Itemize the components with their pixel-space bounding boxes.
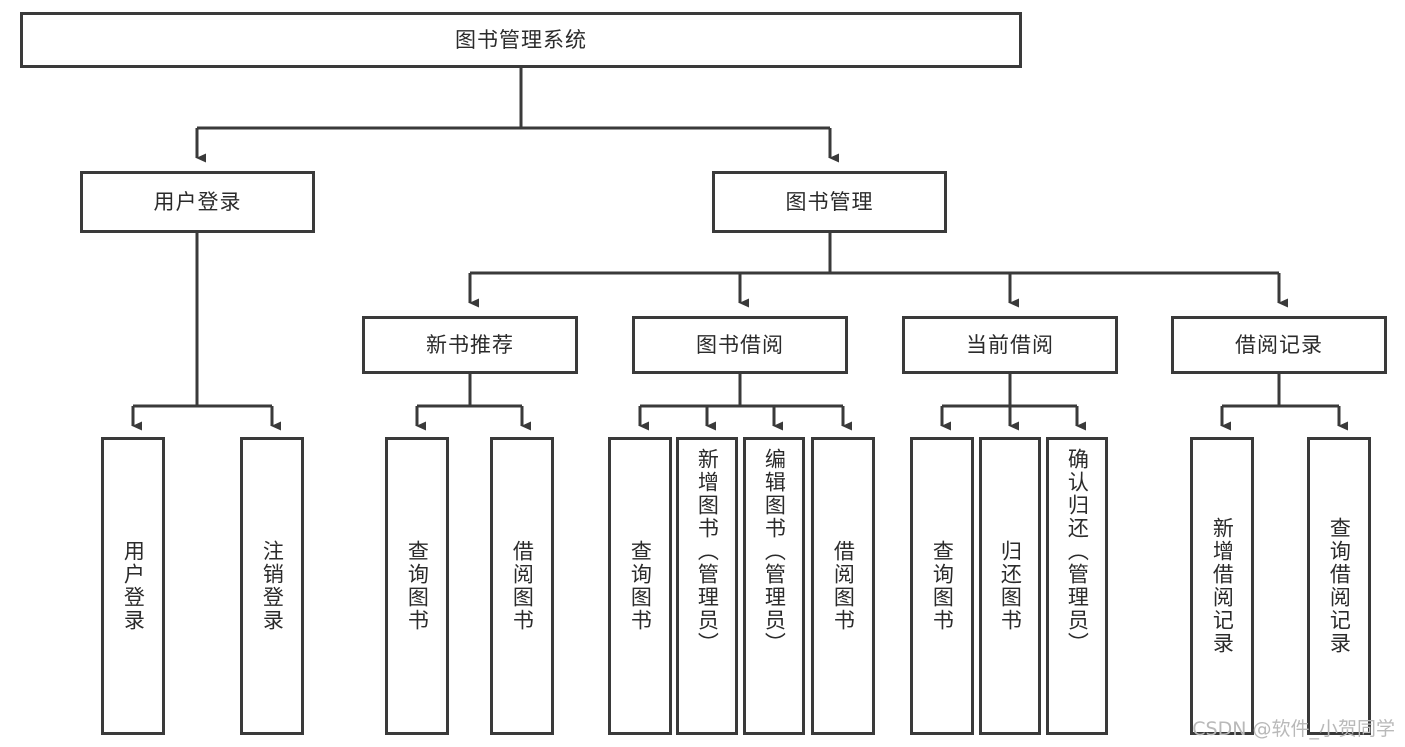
watermark: CSDN @软件_小贺同学 <box>1192 718 1395 740</box>
node-leaf-add-book[interactable]: 新增图书（管理员） <box>676 437 738 735</box>
node-leaf-user-login-label: 用户登录 <box>121 540 146 632</box>
node-leaf-query-record-label: 查询借阅记录 <box>1327 517 1352 655</box>
node-leaf-confirm-return-label: 确认归还（管理员） <box>1065 448 1090 655</box>
node-borrow-record[interactable]: 借阅记录 <box>1171 316 1387 374</box>
node-leaf-add-book-label: 新增图书（管理员） <box>695 448 720 655</box>
node-leaf-query-book-2-label: 查询图书 <box>628 540 653 632</box>
node-leaf-query-book-1[interactable]: 查询图书 <box>385 437 449 735</box>
node-leaf-return-book[interactable]: 归还图书 <box>979 437 1041 735</box>
node-current-borrow-label: 当前借阅 <box>966 332 1054 357</box>
node-leaf-edit-book[interactable]: 编辑图书（管理员） <box>743 437 805 735</box>
node-root-label: 图书管理系统 <box>455 27 587 52</box>
node-leaf-logout[interactable]: 注销登录 <box>240 437 304 735</box>
node-leaf-add-record[interactable]: 新增借阅记录 <box>1190 437 1254 735</box>
node-leaf-borrow-book-1[interactable]: 借阅图书 <box>490 437 554 735</box>
node-user-login-label: 用户登录 <box>153 189 242 214</box>
node-book-management-label: 图书管理 <box>785 189 874 214</box>
node-user-login[interactable]: 用户登录 <box>80 171 315 233</box>
node-leaf-query-book-1-label: 查询图书 <box>405 540 430 632</box>
node-leaf-user-login[interactable]: 用户登录 <box>101 437 165 735</box>
node-borrow-record-label: 借阅记录 <box>1235 332 1323 357</box>
node-new-book-recommend-label: 新书推荐 <box>426 332 514 357</box>
node-leaf-query-book-3-label: 查询图书 <box>930 540 955 632</box>
node-root[interactable]: 图书管理系统 <box>20 12 1022 68</box>
node-leaf-borrow-book-2-label: 借阅图书 <box>831 540 856 632</box>
node-leaf-add-record-label: 新增借阅记录 <box>1210 517 1235 655</box>
node-leaf-return-book-label: 归还图书 <box>998 540 1023 632</box>
node-leaf-logout-label: 注销登录 <box>260 540 285 632</box>
node-leaf-query-book-2[interactable]: 查询图书 <box>608 437 672 735</box>
node-leaf-query-record[interactable]: 查询借阅记录 <box>1307 437 1371 735</box>
node-book-borrow[interactable]: 图书借阅 <box>632 316 848 374</box>
node-leaf-borrow-book-1-label: 借阅图书 <box>510 540 535 632</box>
node-current-borrow[interactable]: 当前借阅 <box>902 316 1118 374</box>
node-book-borrow-label: 图书借阅 <box>696 332 784 357</box>
node-new-book-recommend[interactable]: 新书推荐 <box>362 316 578 374</box>
node-leaf-borrow-book-2[interactable]: 借阅图书 <box>811 437 875 735</box>
node-leaf-query-book-3[interactable]: 查询图书 <box>910 437 974 735</box>
node-leaf-edit-book-label: 编辑图书（管理员） <box>762 448 787 655</box>
node-book-management[interactable]: 图书管理 <box>712 171 947 233</box>
node-leaf-confirm-return[interactable]: 确认归还（管理员） <box>1046 437 1108 735</box>
